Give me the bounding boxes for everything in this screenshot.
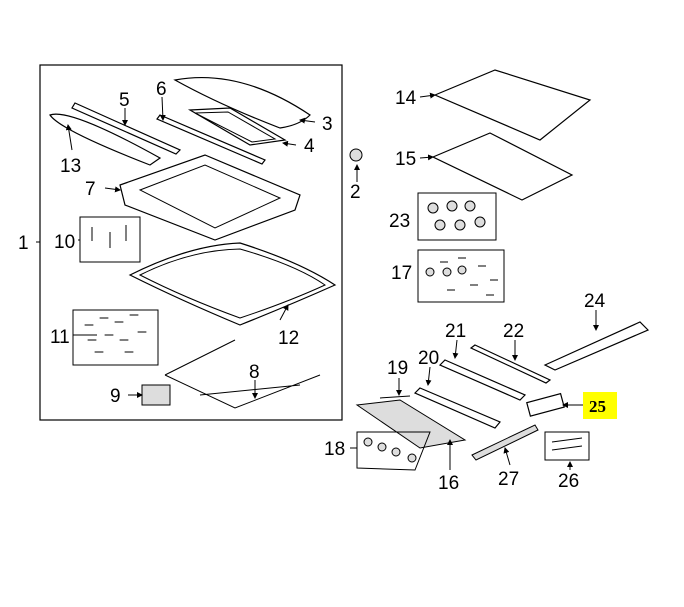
callout-27: 27 bbox=[498, 469, 519, 490]
callout-4: 4 bbox=[304, 136, 315, 157]
part-11-box bbox=[72, 309, 159, 366]
callout-7: 7 bbox=[85, 179, 96, 200]
part-25 bbox=[526, 392, 565, 417]
part-26-box bbox=[544, 431, 590, 461]
callout-25-highlight bbox=[583, 392, 617, 419]
part-18-box bbox=[356, 431, 431, 471]
part-12-headliner bbox=[128, 242, 337, 326]
part-7-frame bbox=[119, 154, 301, 241]
callout-24: 24 bbox=[584, 291, 606, 312]
part-20-strip bbox=[413, 387, 501, 429]
callout-3: 3 bbox=[322, 114, 333, 135]
part-17-box bbox=[417, 249, 505, 303]
callout-17: 17 bbox=[391, 263, 412, 284]
callout-16: 16 bbox=[438, 473, 459, 494]
callout-22: 22 bbox=[503, 321, 524, 342]
part-5-strip bbox=[71, 102, 182, 155]
part-21-strip bbox=[438, 359, 527, 401]
part-19 bbox=[379, 395, 411, 399]
callout-11: 11 bbox=[50, 327, 70, 348]
callout-26: 26 bbox=[558, 471, 579, 492]
callout-19: 19 bbox=[387, 358, 408, 379]
callout-21: 21 bbox=[445, 321, 466, 342]
part-13-deflector bbox=[49, 113, 162, 166]
part-8-cable bbox=[164, 339, 321, 409]
part-16-shade bbox=[355, 399, 467, 449]
callout-20: 20 bbox=[418, 348, 439, 369]
part-24-motor bbox=[543, 321, 650, 371]
part-14-glass bbox=[433, 69, 592, 141]
callout-5: 5 bbox=[119, 90, 130, 111]
callout-15: 15 bbox=[395, 149, 416, 170]
callout-23: 23 bbox=[389, 211, 410, 232]
callout-18: 18 bbox=[324, 439, 345, 460]
callout-14: 14 bbox=[395, 88, 417, 109]
callout-13: 13 bbox=[60, 156, 81, 177]
part-6-strip bbox=[156, 114, 266, 165]
part-9-motor bbox=[141, 384, 171, 406]
callout-1: 1 bbox=[18, 233, 29, 254]
part-2 bbox=[349, 148, 363, 162]
callout-10: 10 bbox=[54, 232, 75, 253]
callout-6: 6 bbox=[156, 79, 167, 100]
callout-2: 2 bbox=[350, 182, 361, 203]
callout-25: 25 bbox=[589, 397, 606, 416]
callout-9: 9 bbox=[110, 386, 121, 407]
part-4-seal bbox=[187, 107, 287, 146]
part-22-strip bbox=[469, 344, 552, 384]
part-23-box bbox=[417, 192, 497, 241]
part-15-seal bbox=[431, 132, 574, 201]
callout-8: 8 bbox=[249, 362, 260, 383]
callout-12: 12 bbox=[278, 328, 299, 349]
part-27-rail bbox=[471, 424, 539, 461]
